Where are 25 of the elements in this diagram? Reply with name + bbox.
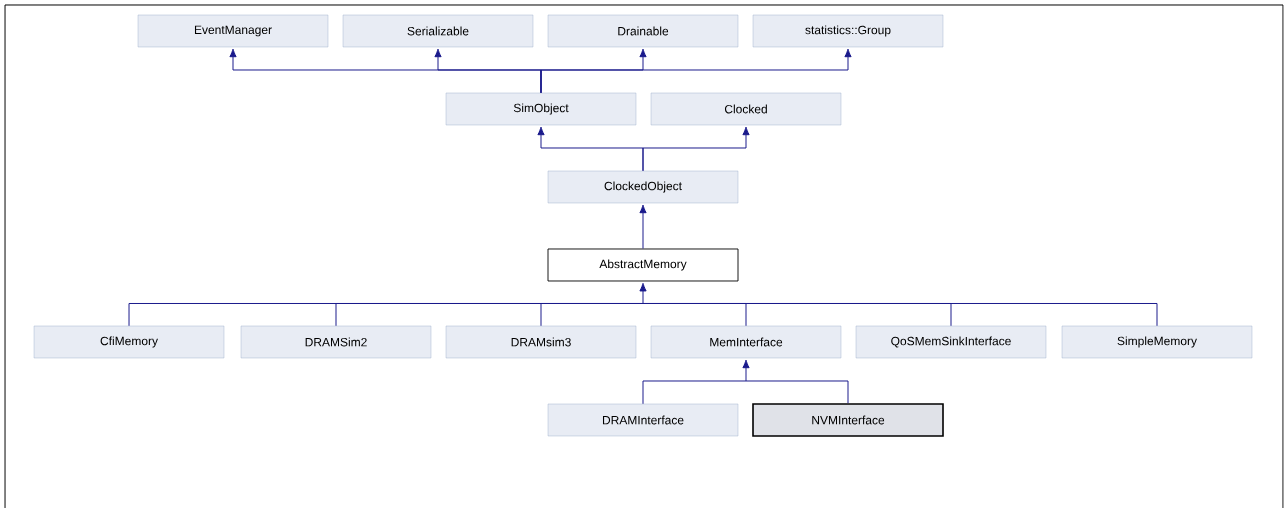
- class-box: DRAMsim3: [445, 325, 637, 359]
- connector-line: [642, 303, 1158, 327]
- class-box: statistics::Group: [752, 14, 944, 48]
- inheritance-arrow: [639, 282, 647, 304]
- class-box: Clocked: [650, 92, 842, 126]
- inheritance-arrow: [639, 204, 647, 250]
- class-box: DRAMSim2: [240, 325, 432, 359]
- inheritance-arrow: [540, 48, 852, 94]
- class-box: NVMInterface: [752, 403, 944, 437]
- class-box: SimpleMemory: [1061, 325, 1253, 359]
- class-box: QoSMemSinkInterface: [855, 325, 1047, 359]
- class-box: EventManager: [137, 14, 329, 48]
- class-box: DRAMInterface: [547, 403, 739, 437]
- connector-line: [540, 303, 644, 327]
- connector-line: [642, 380, 747, 405]
- class-box: Drainable: [547, 14, 739, 48]
- class-box: MemInterface: [650, 325, 842, 359]
- class-box: AbstractMemory: [547, 248, 739, 282]
- class-box: Serializable: [342, 14, 534, 48]
- class-box: SimObject: [445, 92, 637, 126]
- inheritance-arrow: [742, 359, 750, 382]
- inheritance-arrow: [642, 126, 750, 172]
- connector-line: [745, 380, 849, 404]
- class-box: ClockedObject: [547, 170, 739, 204]
- class-box: CfiMemory: [33, 325, 225, 359]
